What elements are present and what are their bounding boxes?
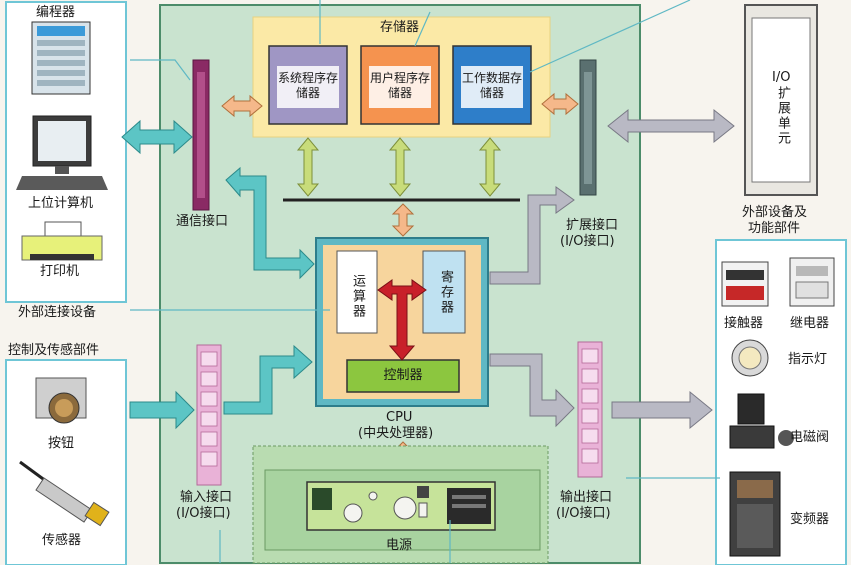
external-comm-arrow (121, 119, 193, 155)
inverter-label: 变频器 (790, 512, 830, 527)
memory-bus-arrow-2 (388, 137, 412, 197)
leader-user-mem (414, 11, 431, 47)
printer-label: 打印机 (40, 264, 80, 279)
comm-memory-arrow (221, 94, 263, 118)
leader-comm (130, 59, 191, 81)
memory-expansion-arrow (541, 92, 579, 116)
comm-cpu-arrow (225, 166, 315, 280)
peripherals-label-2: 功能部件 (748, 221, 801, 236)
output-interface-label-1: 输出接口 (560, 490, 613, 505)
solenoid-valve-icon (729, 393, 794, 449)
cpu-label-2: (中央处理器) (358, 426, 434, 441)
peripherals-label-1: 外部设备及 (742, 205, 808, 220)
memory-bus-arrow-3 (478, 137, 502, 197)
contactor-icon (721, 261, 769, 307)
io-expansion-label-2: 扩展单元 (775, 86, 790, 146)
cpu-expansion-arrow (489, 186, 575, 285)
cpu-label-1: CPU (386, 410, 413, 425)
computer-label: 上位计算机 (28, 196, 94, 211)
memory-bus-arrow-1 (296, 137, 320, 197)
solenoid-valve-label: 电磁阀 (790, 430, 830, 445)
expansion-interface-label-2: (I/O接口) (560, 234, 615, 249)
output-devices-arrow (611, 390, 713, 430)
register-box (422, 250, 466, 334)
alu-box (336, 250, 378, 334)
work-memory-text: 工作数据存储器 (461, 71, 522, 100)
register-label: 寄存器 (438, 270, 453, 315)
memory-title: 存储器 (380, 20, 420, 35)
programmer-label: 编程器 (36, 5, 76, 20)
output-interface-label-2: (I/O接口) (556, 506, 611, 521)
relay-label: 继电器 (790, 316, 830, 331)
work-memory-label: 工作数据存储器 (461, 71, 523, 101)
expansion-interface-label-1: 扩展接口 (566, 218, 619, 233)
input-cpu-arrow (223, 344, 313, 415)
system-memory-label: 系统程序存储器 (277, 71, 339, 101)
sensor-input-arrow (129, 390, 195, 430)
controller-box (346, 359, 460, 393)
printer-icon (21, 221, 103, 261)
computer-icon (16, 115, 108, 190)
button-label: 按钮 (48, 436, 75, 451)
indicator-lamp-icon (731, 339, 769, 377)
external-devices-label: 外部连接设备 (18, 305, 97, 320)
io-expansion-label-1: I/O (772, 70, 791, 85)
indicator-label: 指示灯 (788, 352, 828, 367)
input-interface-label-1: 输入接口 (180, 490, 233, 505)
contactor-label: 接触器 (724, 316, 764, 331)
cpu-internal-arrow (377, 279, 427, 361)
programmer-icon (31, 21, 91, 95)
leader-work-mem (529, 0, 691, 73)
input-interface-label-2: (I/O接口) (176, 506, 231, 521)
user-memory-text: 用户程序存储器 (369, 71, 430, 100)
comm-interface-label: 通信接口 (176, 214, 229, 229)
sensor-label: 传感器 (42, 533, 82, 548)
relay-icon (789, 257, 835, 307)
controller-label: 控制器 (383, 368, 423, 383)
expansion-io-unit-arrow (607, 108, 735, 144)
bus-cpu-arrow (391, 203, 415, 237)
cpu-output-arrow (489, 353, 575, 428)
power-label: 电源 (386, 538, 413, 553)
alu-label: 运算器 (350, 274, 365, 319)
user-memory-label: 用户程序存储器 (369, 71, 431, 101)
system-memory-text: 系统程序存储器 (277, 71, 338, 100)
inverter-icon (729, 471, 781, 557)
push-button-icon (35, 377, 87, 424)
sensor-panel-title: 控制及传感部件 (8, 343, 100, 358)
proximity-sensor-icon (19, 460, 110, 527)
